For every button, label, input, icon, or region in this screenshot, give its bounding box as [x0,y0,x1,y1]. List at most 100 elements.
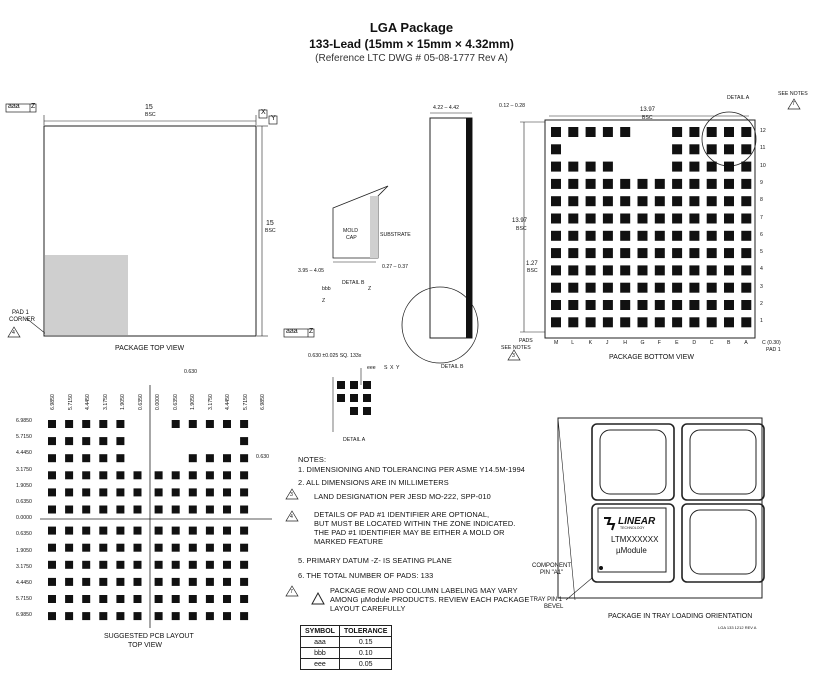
pcb-pad [223,577,231,586]
bottom-pad [741,317,752,328]
pcb-pad [223,420,231,428]
pcb-pad [116,526,125,535]
bottom-pad [672,144,683,155]
bottom-pad [637,300,648,310]
pcb-pad [116,543,125,552]
pcb-pad [65,577,74,586]
pcb-pad [133,543,142,552]
note-4-line1: DETAILS OF PAD #1 IDENTIFIER ARE OPTIONA… [314,510,490,519]
pcb-pad [223,488,231,497]
pcb-pad [223,526,231,535]
detail-a-pad [363,381,371,389]
note-4-num: 4 [290,514,293,520]
bottom-pad [585,213,596,224]
datum-x-box: X [261,109,266,116]
detail-b-dim-left: 3.95 – 4.05 [298,268,324,274]
pcb-pad [205,471,214,480]
bottom-pad [724,196,734,207]
bottom-pad [672,178,683,189]
detail-b-fcf-z: Z [322,298,326,304]
pcb-y-label: 5.7150 [16,596,32,603]
bottom-pad [741,213,752,224]
bottom-pad [602,248,613,259]
pcb-pad [82,526,91,535]
pcb-pad [65,543,74,552]
bottom-pad [672,127,683,137]
note-4-line3: THE PAD #1 IDENTIFIER MAY BE EITHER A MO… [314,528,505,537]
bottom-pad [620,178,631,189]
pcb-x-label: 6.9850 [50,394,56,410]
pcb-y-label: 0.0000 [16,515,32,522]
pcb-pad [99,420,108,428]
bottom-view-caption: PACKAGE BOTTOM VIEW [609,354,694,361]
pcb-pad [240,526,249,535]
pcb-pad [188,543,197,552]
bottom-row-label: 5 [760,249,763,256]
pcb-x-label: 0.6350 [172,394,179,410]
bottom-pad [637,282,648,293]
bottom-pad [689,144,700,155]
pcb-pad [133,560,142,569]
bottom-pad [706,196,717,207]
bottom-pad [706,127,717,137]
bottom-pad [654,213,665,224]
pcb-x-label: 0.6350 [137,394,144,410]
pcb-pad [48,420,56,428]
bottom-pad [741,230,752,241]
bottom-pad [568,248,579,259]
tol-value: 0.15 [338,636,393,648]
bottom-pad [585,196,596,207]
datum-z-label: Z [31,103,36,110]
pcb-pad [154,560,163,569]
bottom-pad [585,127,596,137]
mold-cap-label-1: MOLD [343,228,358,234]
pcb-pad [240,543,249,552]
bottom-row-label: 12 [760,128,766,134]
bottom-row-label: 3 [760,283,763,290]
bottom-pad [568,282,579,293]
bottom-pad [672,161,683,172]
pcb-pad [205,612,214,621]
bottom-pad [741,196,752,207]
pad-size-dim: 0.12 – 0.28 [499,103,525,109]
bottom-pad [551,265,561,276]
bottom-pad [689,178,700,189]
bottom-pad [620,230,631,241]
pcb-pad [48,488,56,497]
bottom-pad [741,144,752,155]
bottom-col-label: C [709,340,714,346]
pcb-pad [188,488,197,497]
pcb-pad [116,577,125,586]
bottom-pad [551,178,561,189]
pcb-pad [223,560,231,569]
bottom-pad [585,178,596,189]
bottom-pad [672,230,683,241]
bottom-col-label: G [640,340,645,346]
pcb-y-label: 4.4450 [16,450,32,457]
pcb-pad [82,543,91,552]
detail-a-fcf-y: Y [396,365,400,371]
bottom-row-label: 9 [760,179,763,186]
bottom-pad [706,161,717,172]
bottom-pad [724,282,734,293]
pcb-pad [99,526,108,535]
note-7-marker: 7 [792,101,795,107]
pcb-pad [133,488,142,497]
bottom-pad [637,213,648,224]
pcb-pad [133,577,142,586]
pcb-pad [133,595,142,603]
corner-label: CORNER [9,317,36,323]
bottom-pad [706,144,717,155]
bottom-pad [637,196,648,207]
pcb-pad [154,595,163,603]
bottom-pad [689,282,700,293]
pcb-layout-pads [48,420,249,621]
pcb-pad [116,488,125,497]
bottom-pad [654,265,665,276]
pcb-pad [116,454,125,463]
bottom-pad [724,161,734,172]
pcb-pad [240,577,249,586]
top-height-bsc: BSC [265,228,276,234]
bottom-pad [620,248,631,259]
reference-drawing: (Reference LTC DWG # 05-08-1777 Rev A) [315,53,508,64]
